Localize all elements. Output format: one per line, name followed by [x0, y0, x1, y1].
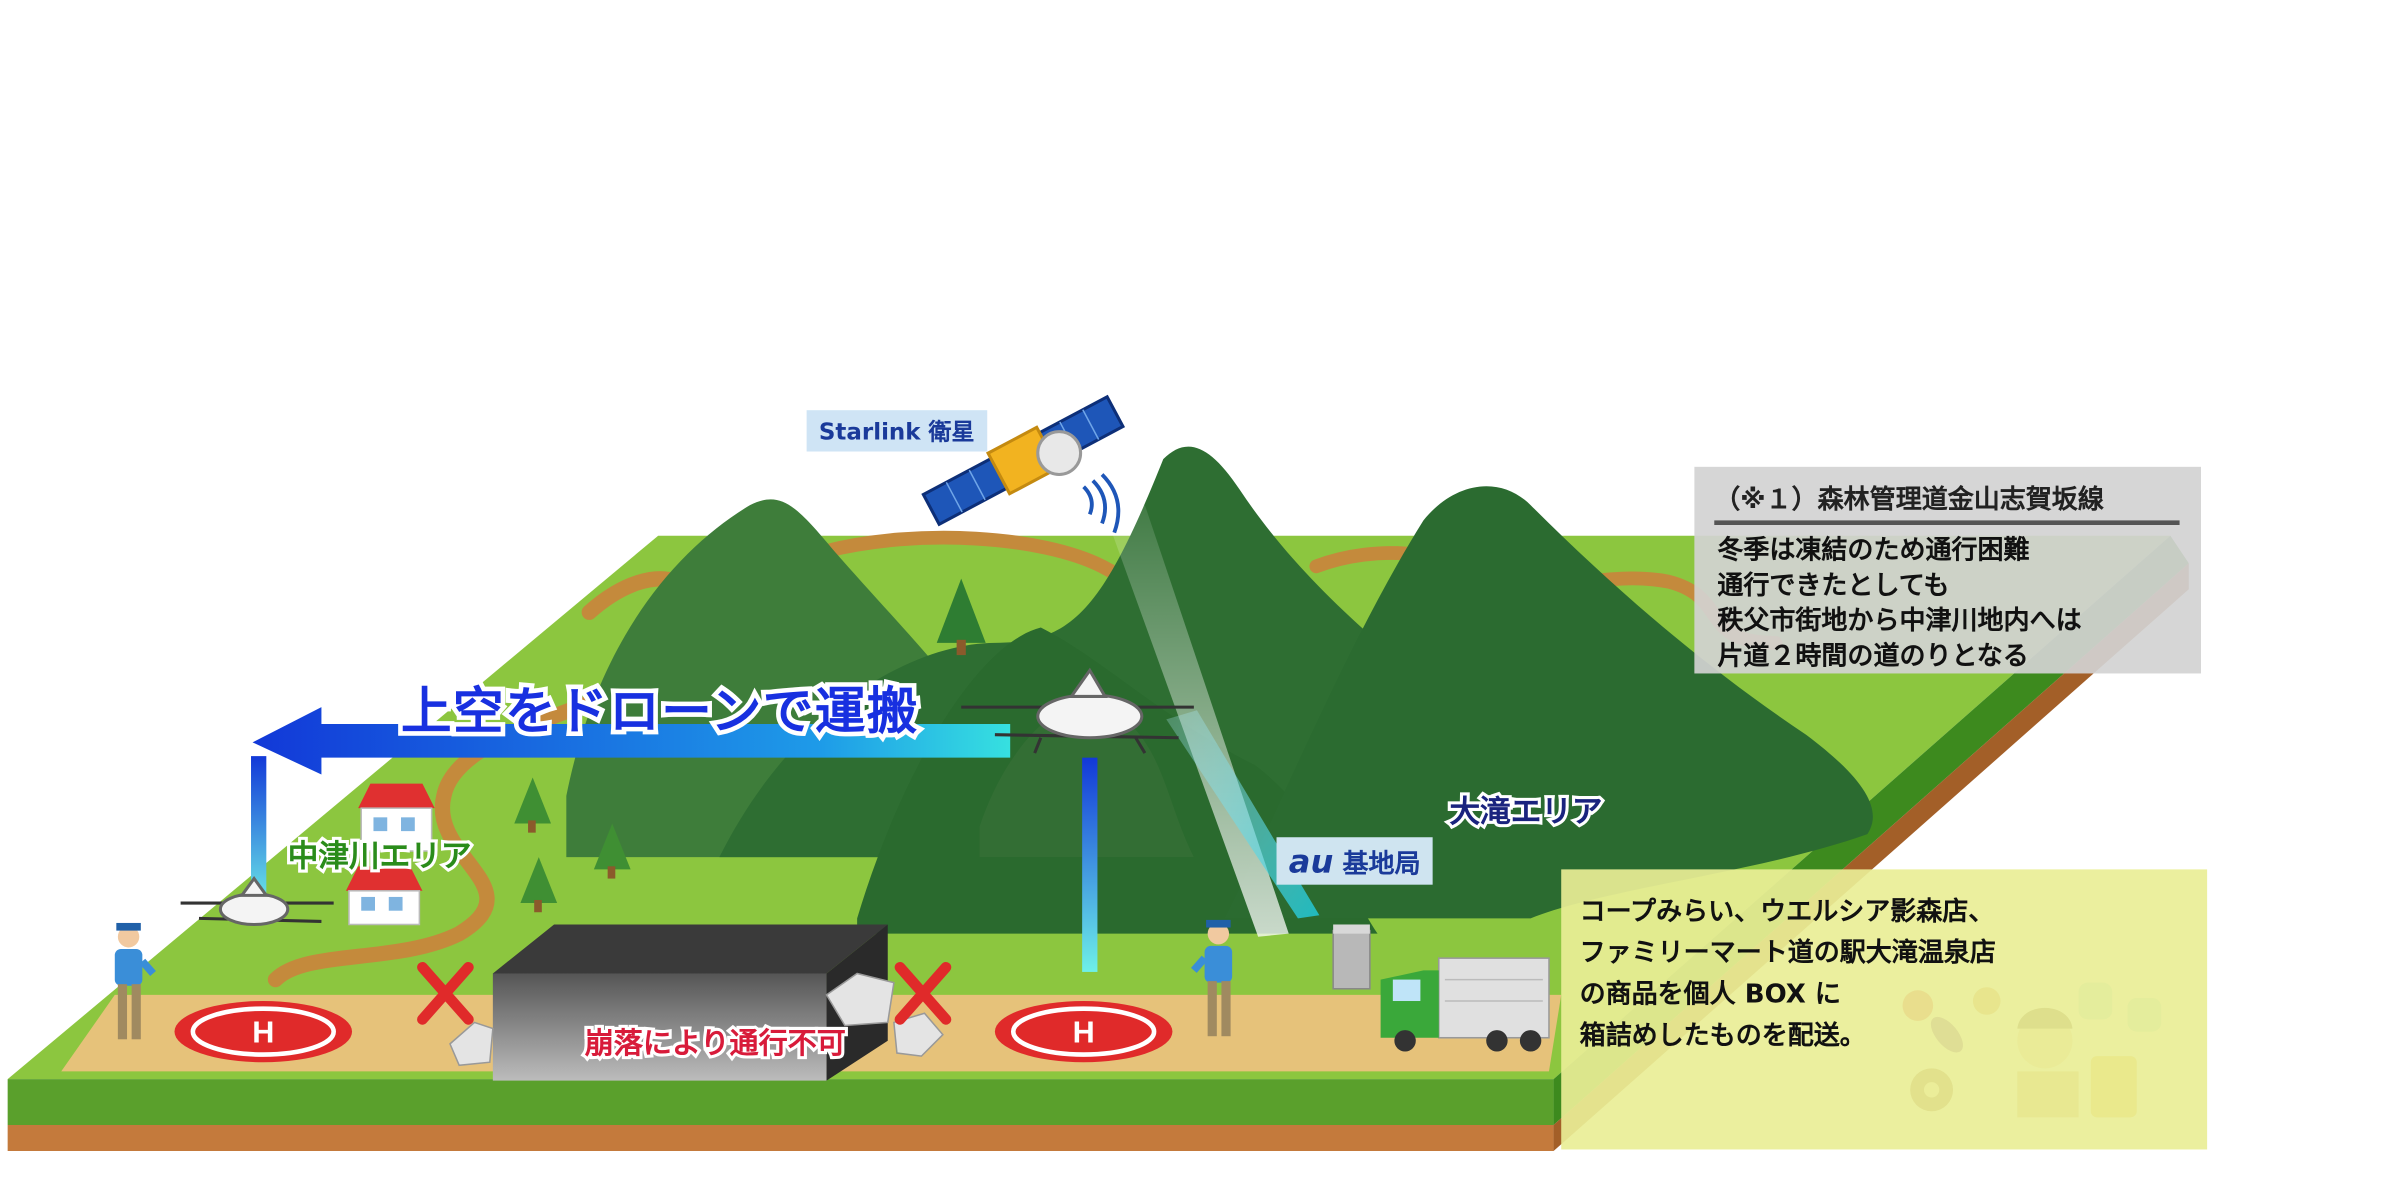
- shop-info-line: 箱詰めしたものを配送。: [1579, 1020, 1866, 1052]
- svg-text:H: H: [252, 1015, 274, 1049]
- helipad-right-icon: H: [994, 1001, 1173, 1063]
- delivery-arrow: [251, 707, 1098, 972]
- starlink-label: Starlink 衛星: [806, 410, 987, 452]
- base-station-icon: [1332, 924, 1371, 990]
- road-note-line: 片道２時間の道のりとなる: [1717, 641, 2029, 672]
- delivery-truck-icon: [1380, 957, 1550, 1052]
- base-station-text: 基地局: [1342, 849, 1421, 881]
- trees: [514, 578, 986, 913]
- shop-info-line: の商品を個人 BOX に: [1579, 979, 1841, 1011]
- road-note-line: 秩父市街地から中津川地内へは: [1717, 606, 2082, 637]
- drone-transport-title: 上空をドローンで運搬: [396, 677, 922, 746]
- svg-text:H: H: [1073, 1015, 1095, 1049]
- blocked-x-right-icon: [894, 961, 952, 1025]
- road-note-title: （※１）森林管理道金山志賀坂線: [1714, 478, 2180, 525]
- drone-landed-icon: [180, 875, 334, 927]
- drone-icon: [961, 667, 1194, 754]
- shop-info-line: コープみらい、ウエルシア影森店、: [1579, 896, 1995, 928]
- helipad-left-icon: H: [174, 1001, 353, 1063]
- au-logo: au: [1288, 843, 1334, 881]
- road-note-line: 冬季は凍結のため通行困難: [1717, 535, 2030, 567]
- operator-left-icon: [114, 922, 156, 1040]
- shop-info-line: ファミリーマート道の駅大滝温泉店: [1579, 938, 1996, 969]
- starlink-satellite-icon: [921, 394, 1126, 534]
- shop-info-box: [1561, 869, 2208, 1150]
- blocked-x-left-icon: [417, 961, 474, 1025]
- road-note-line: 通行できたとしても: [1717, 570, 1950, 602]
- road-note-box: [1694, 466, 2202, 674]
- otaki-area-label: 大滝エリア: [1446, 790, 1605, 833]
- houses: [345, 783, 435, 926]
- nakatsugawa-area-label: 中津川エリア: [285, 834, 475, 877]
- operator-right-icon: [1190, 919, 1233, 1037]
- landslide-block: [449, 924, 944, 1081]
- road-collapse-label: 崩落により通行不可: [582, 1024, 849, 1064]
